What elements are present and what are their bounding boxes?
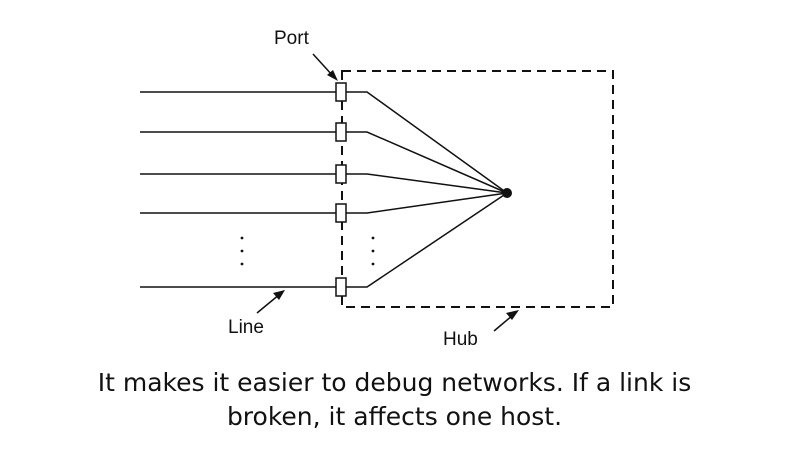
wire-1	[346, 91, 508, 194]
port-3	[335, 164, 347, 184]
hub-boundary	[341, 70, 614, 308]
hub-center-node	[502, 188, 512, 198]
ellipsis-dots	[240, 236, 375, 266]
hub-wiring	[346, 91, 508, 288]
port-arrow-shaft	[312, 53, 334, 77]
pointer-arrows	[256, 53, 519, 332]
port-arrow-head	[327, 70, 338, 81]
hub-arrow-shaft	[493, 314, 514, 332]
line-label: Line	[228, 317, 264, 338]
wire-3	[346, 173, 508, 194]
ports	[335, 82, 347, 297]
wire-4	[346, 192, 508, 214]
port-2	[335, 122, 347, 142]
hub-arrow-head	[506, 310, 519, 320]
hub-label: Hub	[443, 329, 478, 350]
port-4	[335, 203, 347, 223]
line-arrow-shaft	[256, 293, 281, 314]
dot-right-3	[371, 262, 375, 266]
caption-line-2: broken, it affects one host.	[226, 402, 563, 431]
dot-left-2	[240, 249, 244, 253]
wire-5	[346, 192, 508, 288]
port-1	[335, 82, 347, 102]
dot-left-3	[240, 262, 244, 266]
hub-diagram: Port Line Hub	[140, 28, 614, 350]
dot-right-2	[371, 249, 375, 253]
dot-left-1	[240, 236, 244, 240]
port-5	[335, 277, 347, 297]
lines	[140, 91, 336, 288]
line-arrow-head	[273, 290, 285, 300]
wire-2	[346, 131, 508, 194]
port-label: Port	[274, 28, 310, 49]
caption-line-1: It makes it easier to debug networks. If…	[97, 368, 692, 397]
dot-right-1	[371, 236, 375, 240]
caption: It makes it easier to debug networks. If…	[0, 366, 789, 434]
